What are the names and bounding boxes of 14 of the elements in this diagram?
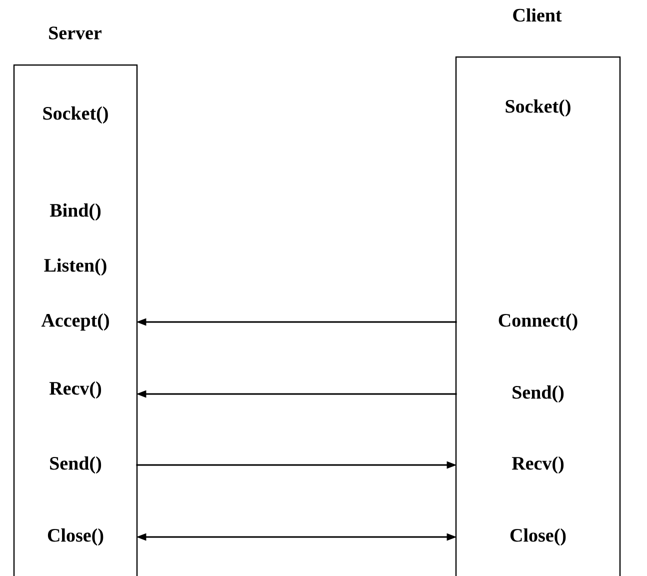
function-label: Close() xyxy=(510,528,566,546)
function-label: Bind() xyxy=(50,203,101,221)
function-label: Close() xyxy=(48,528,104,546)
function-label: Socket() xyxy=(506,99,570,117)
function-label: Recv() xyxy=(512,456,564,474)
function-label: Recv() xyxy=(49,381,102,399)
function-label: Accept() xyxy=(41,313,109,331)
column-title: Server xyxy=(49,26,102,40)
function-label: Send() xyxy=(50,456,102,474)
column-title: Client xyxy=(513,8,562,22)
function-label: Listen() xyxy=(44,258,106,276)
function-label: Send() xyxy=(512,385,564,403)
function-label: Socket() xyxy=(43,106,108,124)
function-label: Connect() xyxy=(498,313,578,331)
